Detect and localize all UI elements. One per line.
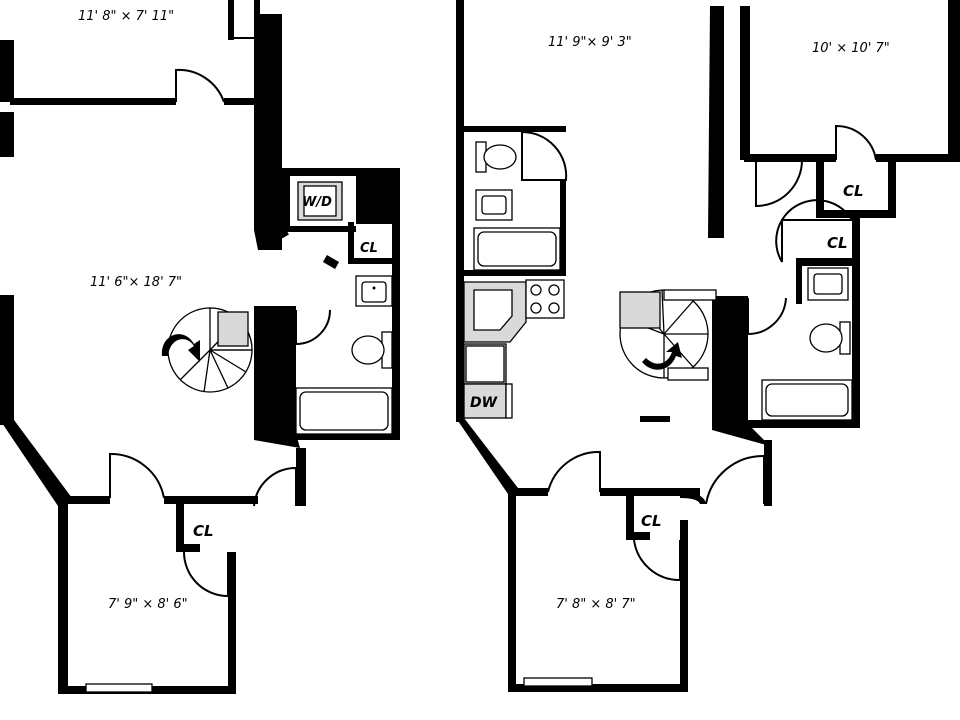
door-swing-icon	[183, 551, 229, 598]
door-swing-icon	[175, 68, 225, 103]
left-unit	[0, 0, 400, 694]
spiral-stair-icon	[619, 289, 717, 381]
closet-label-bedroom: CL	[641, 512, 662, 530]
door-swing-icon	[633, 539, 681, 582]
window-icon	[85, 683, 153, 693]
bathtub-icon	[295, 387, 393, 435]
window-icon	[467, 425, 513, 483]
closet-label-top-right: CL	[843, 182, 864, 200]
room-label-bottom-bedroom: 7' 9" × 8' 6"	[108, 597, 188, 612]
room-label-bottom-bedroom: 7' 8" × 8' 7"	[556, 597, 636, 612]
washer-dryer-label: W/D	[302, 195, 332, 210]
closet-label-hall: CL	[360, 241, 378, 256]
toilet-icon	[809, 321, 851, 355]
room-label-top-left-bedroom: 11' 9"× 9' 3"	[548, 35, 632, 50]
door-swing-icon	[253, 466, 297, 507]
right-unit	[456, 0, 960, 692]
dishwasher-label: DW	[470, 395, 498, 411]
closet-label-hall: CL	[827, 234, 848, 252]
door-swing-icon	[775, 199, 854, 263]
sink-icon	[355, 275, 393, 307]
stove-icon	[525, 279, 565, 319]
window-icon	[523, 677, 593, 687]
spiral-stair-icon	[161, 307, 253, 393]
closet-label-bedroom: CL	[193, 522, 214, 540]
door-swing-icon	[295, 309, 331, 346]
room-label-top-right-bedroom: 10' × 10' 7"	[812, 41, 890, 56]
door-swing-icon	[705, 454, 765, 505]
toilet-icon	[351, 331, 393, 369]
door-swing-icon	[521, 130, 568, 181]
room-label-living: 11' 6"× 18' 7"	[90, 275, 182, 290]
kitchen-counter	[463, 281, 527, 419]
sink-icon	[807, 267, 849, 301]
bathtub-icon	[473, 227, 561, 271]
sink-icon	[475, 189, 513, 221]
room-label-top-bedroom: 11' 8" × 7' 11"	[78, 9, 174, 24]
door-swing-icon	[835, 124, 877, 161]
toilet-icon	[475, 141, 517, 173]
bathtub-icon	[761, 379, 853, 421]
door-swing-icon	[547, 450, 601, 493]
door-swing-icon	[755, 159, 803, 208]
door-swing-icon	[747, 297, 787, 336]
door-swing-icon	[109, 452, 165, 499]
